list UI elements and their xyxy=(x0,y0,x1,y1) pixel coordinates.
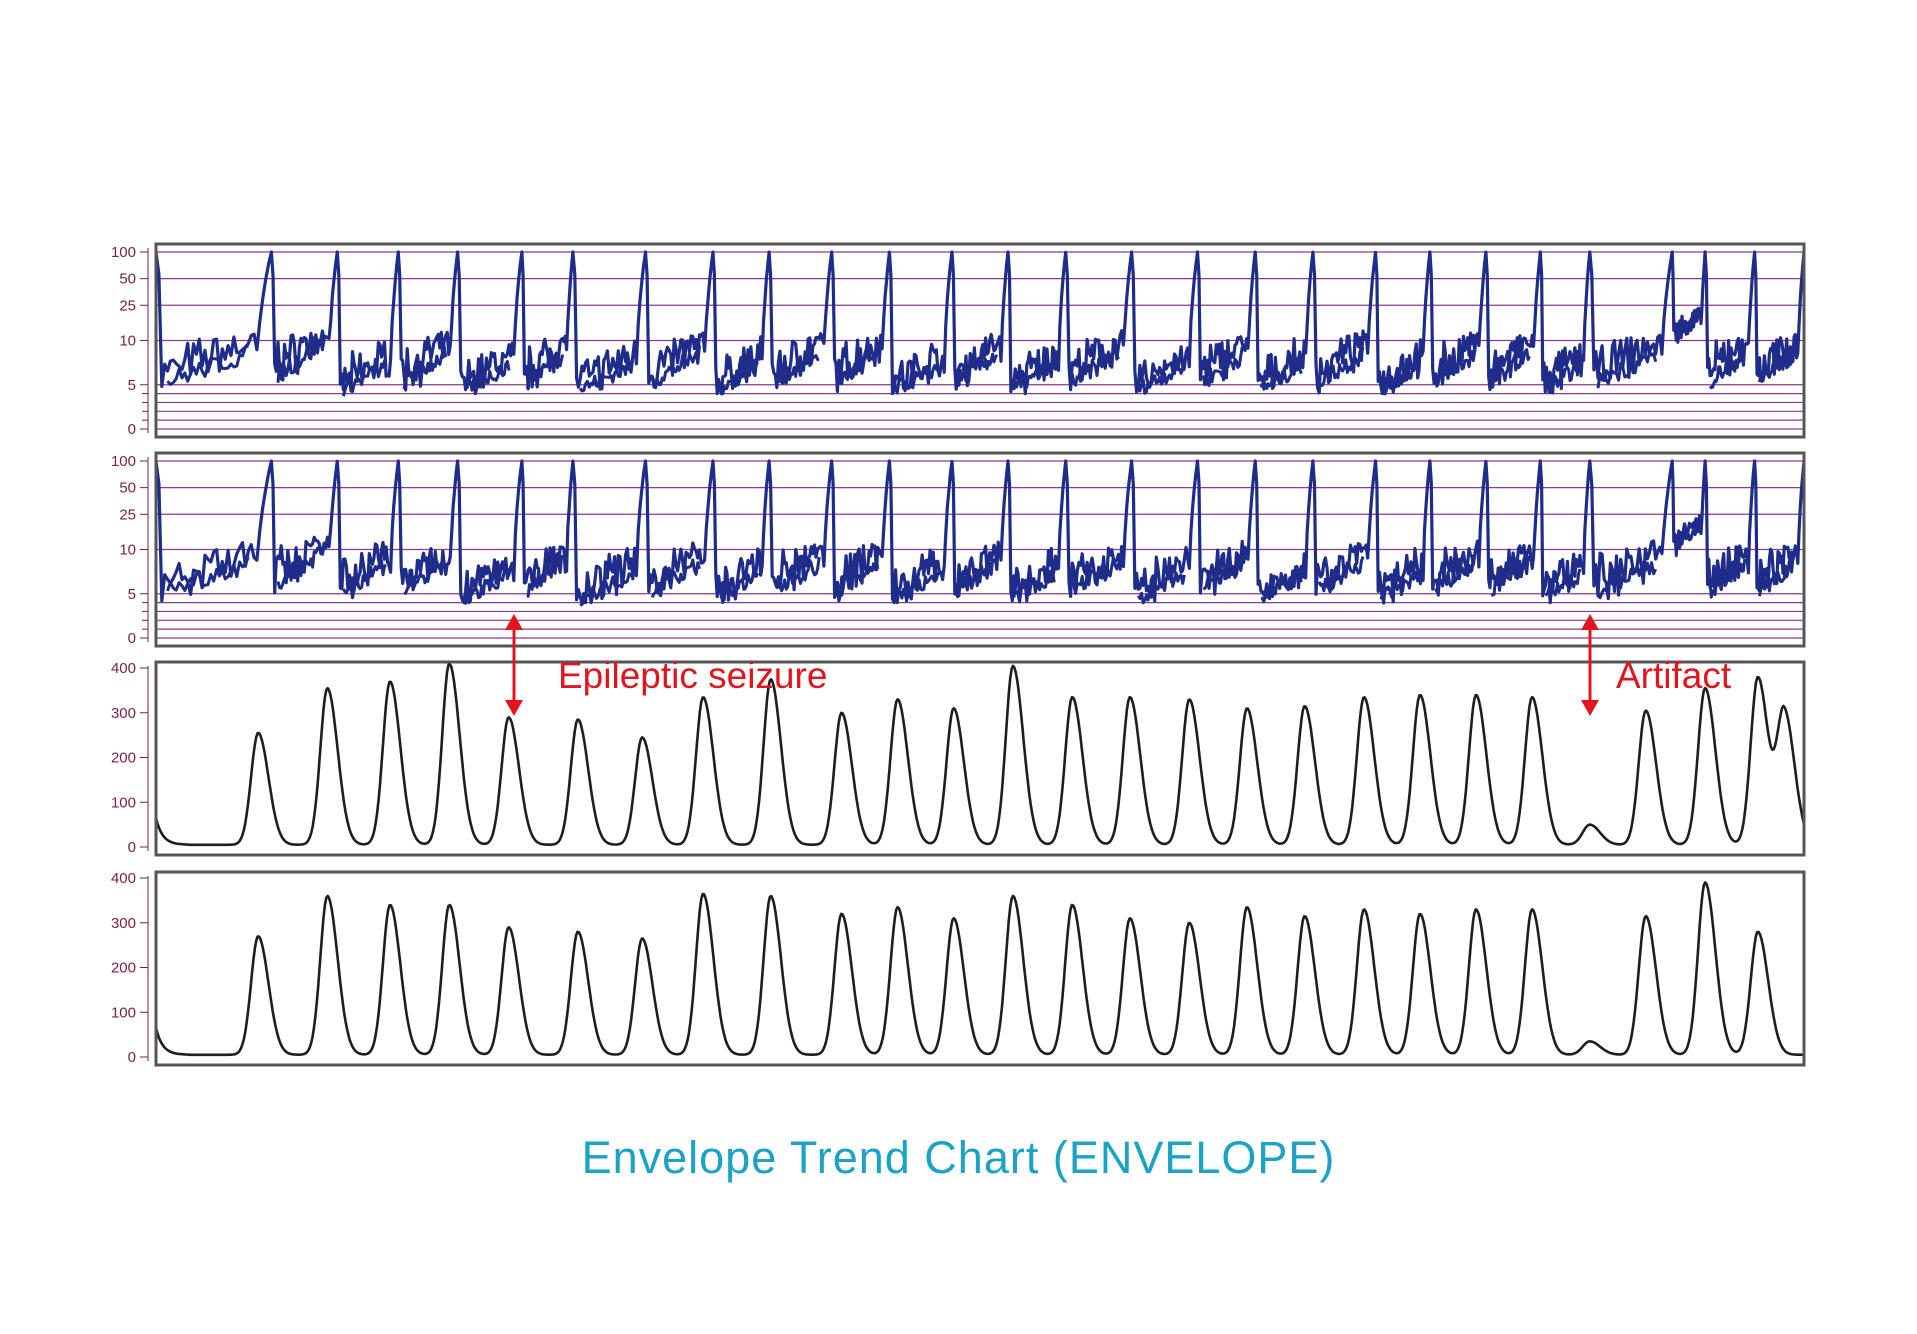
panel-frame xyxy=(154,242,1806,439)
chart-caption: Envelope Trend Chart (ENVELOPE) xyxy=(581,1132,1336,1183)
panel-frame xyxy=(154,660,1806,857)
y-tick-label: 200 xyxy=(111,960,136,977)
panel-1: 0 5 10 25 50 100 xyxy=(111,242,1806,439)
y-tick-label: 400 xyxy=(111,660,136,677)
envelope-trace xyxy=(154,663,1806,847)
y-tick-label: 0 xyxy=(128,421,136,438)
y-tick-label: 25 xyxy=(119,506,136,523)
annotation-2: Artifact xyxy=(1581,614,1732,716)
aeeg-trace-band xyxy=(166,316,1796,397)
panel-4: 0 100 200 300 400 xyxy=(111,870,1806,1067)
panel-frame xyxy=(154,870,1806,1067)
y-tick-label: 0 xyxy=(128,630,136,647)
annotation-arrowhead-down xyxy=(505,700,523,716)
y-tick-label: 300 xyxy=(111,705,136,722)
aeeg-trace-band xyxy=(166,525,1796,607)
annotation-label: Epileptic seizure xyxy=(558,655,827,696)
y-tick-label: 0 xyxy=(128,1049,136,1066)
envelope-trace xyxy=(154,881,1804,1057)
y-tick-label: 100 xyxy=(111,453,136,470)
aeeg-trace xyxy=(154,459,1806,605)
y-tick-label: 10 xyxy=(119,542,136,559)
y-tick-label: 100 xyxy=(111,244,136,261)
panel-2: 0 5 10 25 50 100 xyxy=(111,451,1806,648)
aeeg-trace xyxy=(154,250,1806,396)
y-tick-label: 200 xyxy=(111,750,136,767)
panel-frame xyxy=(154,451,1806,648)
y-tick-label: 5 xyxy=(128,377,136,394)
y-tick-label: 0 xyxy=(128,839,136,856)
y-tick-label: 25 xyxy=(119,297,136,314)
y-tick-label: 10 xyxy=(119,333,136,350)
annotation-arrowhead-down xyxy=(1581,700,1599,716)
y-tick-label: 400 xyxy=(111,870,136,887)
y-tick-label: 5 xyxy=(128,586,136,603)
y-tick-label: 300 xyxy=(111,915,136,932)
y-tick-label: 50 xyxy=(119,271,136,288)
annotation-arrowhead-up xyxy=(505,614,523,630)
y-tick-label: 50 xyxy=(119,480,136,497)
y-tick-label: 100 xyxy=(111,794,136,811)
panel-3: 0 100 200 300 400 xyxy=(111,660,1806,857)
annotation-arrowhead-up xyxy=(1581,614,1599,630)
annotation-label: Artifact xyxy=(1616,655,1732,696)
y-tick-label: 100 xyxy=(111,1004,136,1021)
annotation-1: Epileptic seizure xyxy=(505,614,827,716)
